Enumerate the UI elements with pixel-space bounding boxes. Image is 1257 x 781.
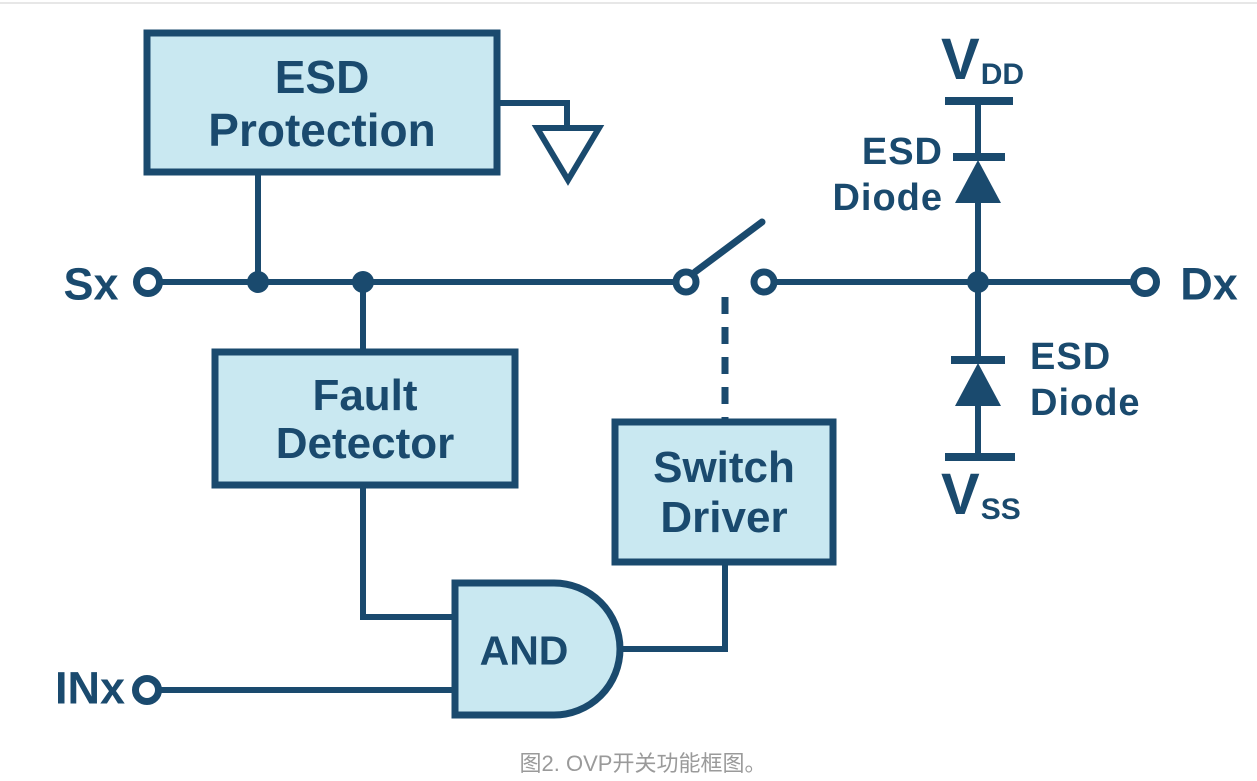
vdd-label: VDD — [941, 27, 1025, 92]
esd-diode-top-label: ESD Diode — [832, 131, 943, 219]
junction-dot — [967, 271, 989, 293]
and-to-driver-wire — [620, 562, 728, 652]
switch-arm-icon — [691, 218, 766, 276]
and-gate-label: AND — [479, 627, 569, 674]
esd-diode-top-icon — [955, 160, 1001, 203]
switch-contact-left — [672, 268, 700, 296]
inx-terminal-circle — [132, 675, 162, 705]
dx-terminal-circle — [1130, 267, 1160, 297]
top-divider — [0, 2, 1257, 4]
fault-detector-label: Fault Detector — [275, 371, 455, 468]
esd-protection-label: ESD Protection — [208, 51, 436, 156]
sx-terminal-circle — [133, 267, 163, 297]
sx-terminal-label: Sx — [63, 258, 119, 310]
figure-caption: 图2. OVP开关功能框图。 — [519, 751, 767, 776]
junction-dot — [352, 271, 374, 293]
and-gate-shape — [451, 579, 624, 719]
junction-dot — [247, 271, 269, 293]
switch-driver-label: Switch Driver — [653, 443, 795, 542]
switch-contact-right — [750, 268, 778, 296]
fault-to-and-wire — [360, 485, 455, 620]
esd-protection-box — [143, 29, 501, 176]
ground-icon — [531, 125, 605, 186]
esd-diode-bottom-label: ESD Diode — [1030, 336, 1141, 424]
inx-terminal-label: INx — [54, 662, 126, 714]
dx-terminal-label: Dx — [1180, 258, 1238, 310]
switch-driver-box — [611, 418, 837, 566]
fault-detector-box — [211, 348, 519, 489]
ground-stem — [497, 100, 570, 128]
esd-diode-bottom-icon — [955, 363, 1001, 406]
vss-label: VSS — [941, 462, 1021, 527]
